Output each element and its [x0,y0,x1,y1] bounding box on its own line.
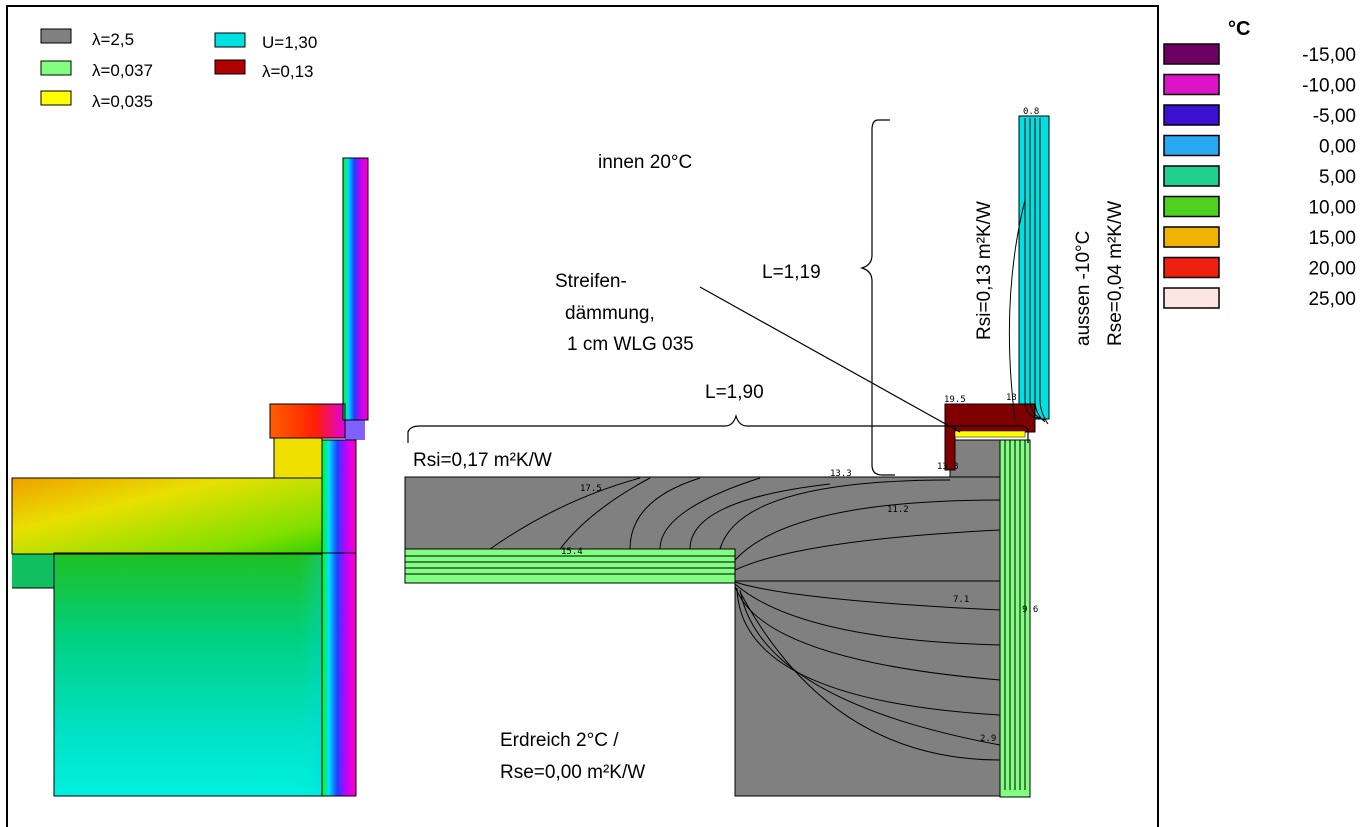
isotherm-label: 13 [1006,393,1017,403]
scale-label: 10,00 [1308,198,1356,219]
legend-swatch [214,32,246,48]
thermal-color-plot [11,157,369,797]
temperature-unit: °C [1228,18,1250,40]
legend-label: λ=2,5 [92,30,134,49]
isotherm-label: 13.3 [830,469,852,479]
scale-label: -5,00 [1313,106,1356,127]
annotations: innen 20°C Streifen- dämmung, 1 cm WLG 0… [413,152,1126,783]
scale-label: -10,00 [1302,76,1356,97]
inside-temperature-label: innen 20°C [598,152,692,173]
length-horizontal-label: L=1,90 [705,382,764,403]
isotherm-label: 11.2 [887,505,909,515]
isotherm-section [404,115,1050,798]
legend-swatch [40,28,72,44]
scale-label: 5,00 [1319,167,1356,188]
legend-label: λ=0,035 [92,92,153,111]
drawing-frame [6,5,1159,827]
temperature-scale: °C -15,00 -10,00 -5,00 0,00 5,00 10,00 15,00 20… [1163,18,1356,310]
outside-temperature-label: aussen -10°C [1073,231,1094,346]
isotherm-label: 7.1 [953,595,969,605]
legend-label: U=1,30 [262,33,317,52]
legend-swatch [40,90,72,106]
scale-swatch [1163,165,1220,187]
isotherm-label: 15.4 [561,547,583,557]
ground-line2: Rse=0,00 m²K/W [500,762,645,783]
legend-swatch [40,60,72,76]
rsi-floor-label: Rsi=0,17 m²K/W [413,450,552,471]
strip-insulation-line2: dämmung, [565,303,655,324]
isotherm-label: 13.3 [937,462,959,472]
strip-insulation-line1: Streifen- [555,271,627,292]
scale-swatch [1163,287,1220,309]
isotherm-label: 2.9 [980,734,996,744]
scale-swatch [1163,43,1220,65]
scale-swatch [1163,195,1220,218]
scale-label: -15,00 [1302,45,1356,66]
rse-outside-label: Rse=0,04 m²K/W [1105,201,1126,346]
legend-label: λ=0,037 [92,61,153,80]
isotherm-label: 19.5 [944,395,966,405]
scale-label: 25,00 [1308,289,1356,310]
ground-line1: Erdreich 2°C / [500,730,619,751]
materials-legend: λ=2,5 λ=0,037 λ=0,035 U=1,30 λ=0,13 [40,28,317,111]
scale-swatch [1163,256,1220,279]
rsi-wall-label: Rsi=0,13 m²K/W [974,201,995,340]
dimension-lines [407,119,1029,476]
legend-swatch [214,59,246,75]
scale-swatch [1163,104,1220,126]
isotherm-label: 0.8 [1023,107,1039,117]
scale-label: 15,00 [1308,228,1356,249]
length-vertical-label: L=1,19 [762,262,821,283]
isotherm-label: 9.6 [1022,605,1038,615]
isotherm-labels: 0.8 19.5 13 17.5 13.3 11.2 15.4 9.6 7.1 … [561,107,1039,744]
scale-swatch [1163,73,1220,96]
scale-swatch [1163,134,1220,157]
scale-label: 20,00 [1308,259,1356,280]
strip-insulation-line3: 1 cm WLG 035 [567,334,694,355]
legend-label: λ=0,13 [262,62,314,81]
scale-swatch [1163,226,1220,248]
scale-label: 0,00 [1319,137,1356,158]
isotherm-label: 17.5 [580,484,602,494]
